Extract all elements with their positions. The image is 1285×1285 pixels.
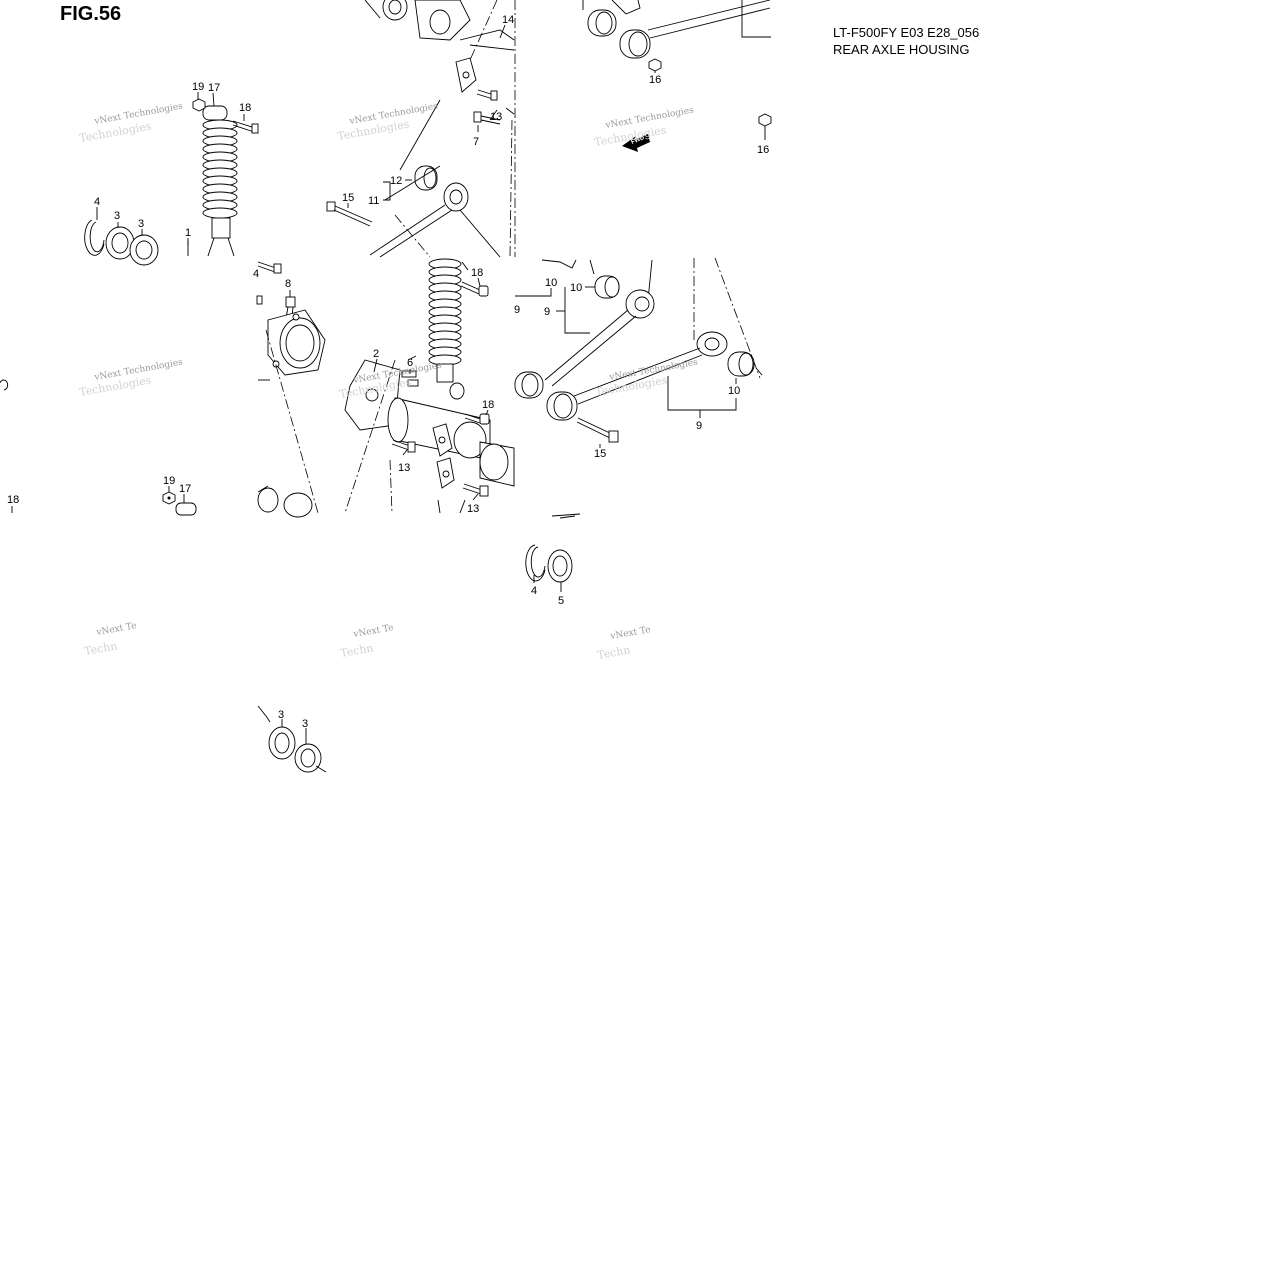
callout-1: 1	[185, 227, 191, 239]
callout-13: 13	[467, 503, 479, 515]
bearing	[268, 726, 296, 760]
bushing	[619, 29, 651, 59]
tile-left-lower-fragment: 18 19 17	[7, 475, 197, 516]
callout-4: 4	[94, 196, 100, 208]
suspension-arm	[369, 182, 469, 258]
callout-15: 15	[342, 192, 354, 204]
callout-18: 18	[7, 494, 19, 506]
svg-text:Techn: Techn	[339, 641, 374, 660]
watermark-fragments-row3: Techn vNext Te Techn vNext Te Techn vNex…	[83, 621, 651, 662]
tile-bearings-lower: 3 3	[257, 705, 327, 773]
callout-19: 19	[163, 475, 175, 487]
bolt	[464, 413, 490, 425]
callout-3: 3	[114, 210, 120, 222]
callout-9: 9	[514, 304, 520, 316]
bearing	[294, 743, 322, 773]
svg-text:vNext Te: vNext Te	[609, 625, 652, 642]
bolt	[391, 439, 416, 453]
callout-8: 8	[285, 278, 291, 290]
callout-13: 13	[490, 111, 502, 123]
callout-16: 16	[649, 74, 661, 86]
callout-3: 3	[138, 218, 144, 230]
callout-9: 9	[696, 420, 702, 432]
bolt	[232, 120, 259, 134]
shock-top-bushing	[202, 105, 228, 121]
callout-9: 9	[544, 306, 550, 318]
svg-text:Techn: Techn	[83, 639, 118, 658]
bolt	[473, 111, 501, 125]
suspension-arm	[514, 289, 655, 399]
svg-text:FWD: FWD	[631, 135, 647, 146]
svg-text:vNext Te: vNext Te	[352, 623, 395, 640]
callout-16: 16	[757, 144, 769, 156]
callout-3: 3	[278, 709, 284, 721]
shock-absorber	[428, 258, 465, 400]
callout-fragment: 4	[253, 268, 259, 280]
tile-circlip-washer: 4 5	[525, 513, 581, 607]
figure-title: FIG.56	[60, 3, 122, 25]
callout-4: 4	[531, 585, 537, 597]
bolt	[576, 417, 619, 443]
tile-shock-absorber-left: Technologies vNext Technologies 19 17 18…	[78, 81, 259, 266]
bushing	[727, 351, 755, 377]
bolt	[476, 89, 498, 101]
section-title: REAR AXLE HOUSING	[833, 42, 970, 57]
suspension-arm	[546, 331, 728, 421]
nut	[648, 58, 662, 72]
model-code: LT-F500FY E03 E28_056	[833, 25, 980, 40]
circlip	[525, 544, 546, 582]
tile-arm-top-right: FWD Technologies vNext Technologies 16 1…	[514, 0, 772, 257]
bolt	[401, 370, 417, 378]
bushing	[587, 9, 617, 37]
circlip	[84, 219, 105, 256]
nut	[758, 113, 772, 127]
forward-direction-arrow: FWD	[622, 134, 650, 152]
brake-flange	[267, 309, 326, 376]
tile-axle-housing-middle: Technologies vNext Technologies 8 18 2 6…	[256, 258, 515, 518]
axle-tube	[344, 359, 515, 487]
callout-10: 10	[728, 385, 740, 397]
callout-17: 17	[179, 483, 191, 495]
washer	[547, 549, 573, 583]
tile-suspension-arms: Technologies vNext Technologies 10 9 9 1…	[514, 257, 763, 460]
coil-spring	[202, 119, 238, 219]
bolt	[326, 201, 373, 227]
bolt	[460, 281, 489, 297]
nut	[192, 98, 206, 112]
bushing	[414, 165, 438, 191]
callout-15: 15	[594, 448, 606, 460]
callout-7: 7	[473, 136, 479, 148]
svg-text:Techn: Techn	[596, 643, 631, 662]
callout-18: 18	[239, 102, 251, 114]
shock-body	[211, 217, 231, 239]
callout-5: 5	[558, 595, 564, 607]
callout-18: 18	[482, 399, 494, 411]
callout-6: 6	[407, 357, 413, 369]
callout-19: 19	[192, 81, 204, 93]
callout-2: 2	[373, 348, 379, 360]
bearing	[129, 234, 159, 266]
callout-12: 12	[390, 175, 402, 187]
bolt	[462, 483, 489, 497]
callout-3: 3	[302, 718, 308, 730]
bearing	[105, 226, 135, 260]
tile-axle-housing-top: Technologies vNext Technologies 14 13 7 …	[326, 0, 515, 258]
shock-top-bushing	[175, 502, 197, 516]
callout-11: 11	[368, 195, 379, 207]
callout-14: 14	[502, 14, 514, 26]
callout-13: 13	[398, 462, 410, 474]
svg-text:vNext Te: vNext Te	[95, 621, 138, 638]
callout-10: 10	[545, 277, 557, 289]
bolt	[257, 261, 282, 274]
tile-left-middle: Technologies vNext Technologies 4	[0, 268, 259, 399]
callout-17: 17	[208, 82, 220, 94]
callout-10: 10	[570, 282, 582, 294]
callout-18: 18	[471, 267, 483, 279]
bushing	[594, 275, 620, 299]
